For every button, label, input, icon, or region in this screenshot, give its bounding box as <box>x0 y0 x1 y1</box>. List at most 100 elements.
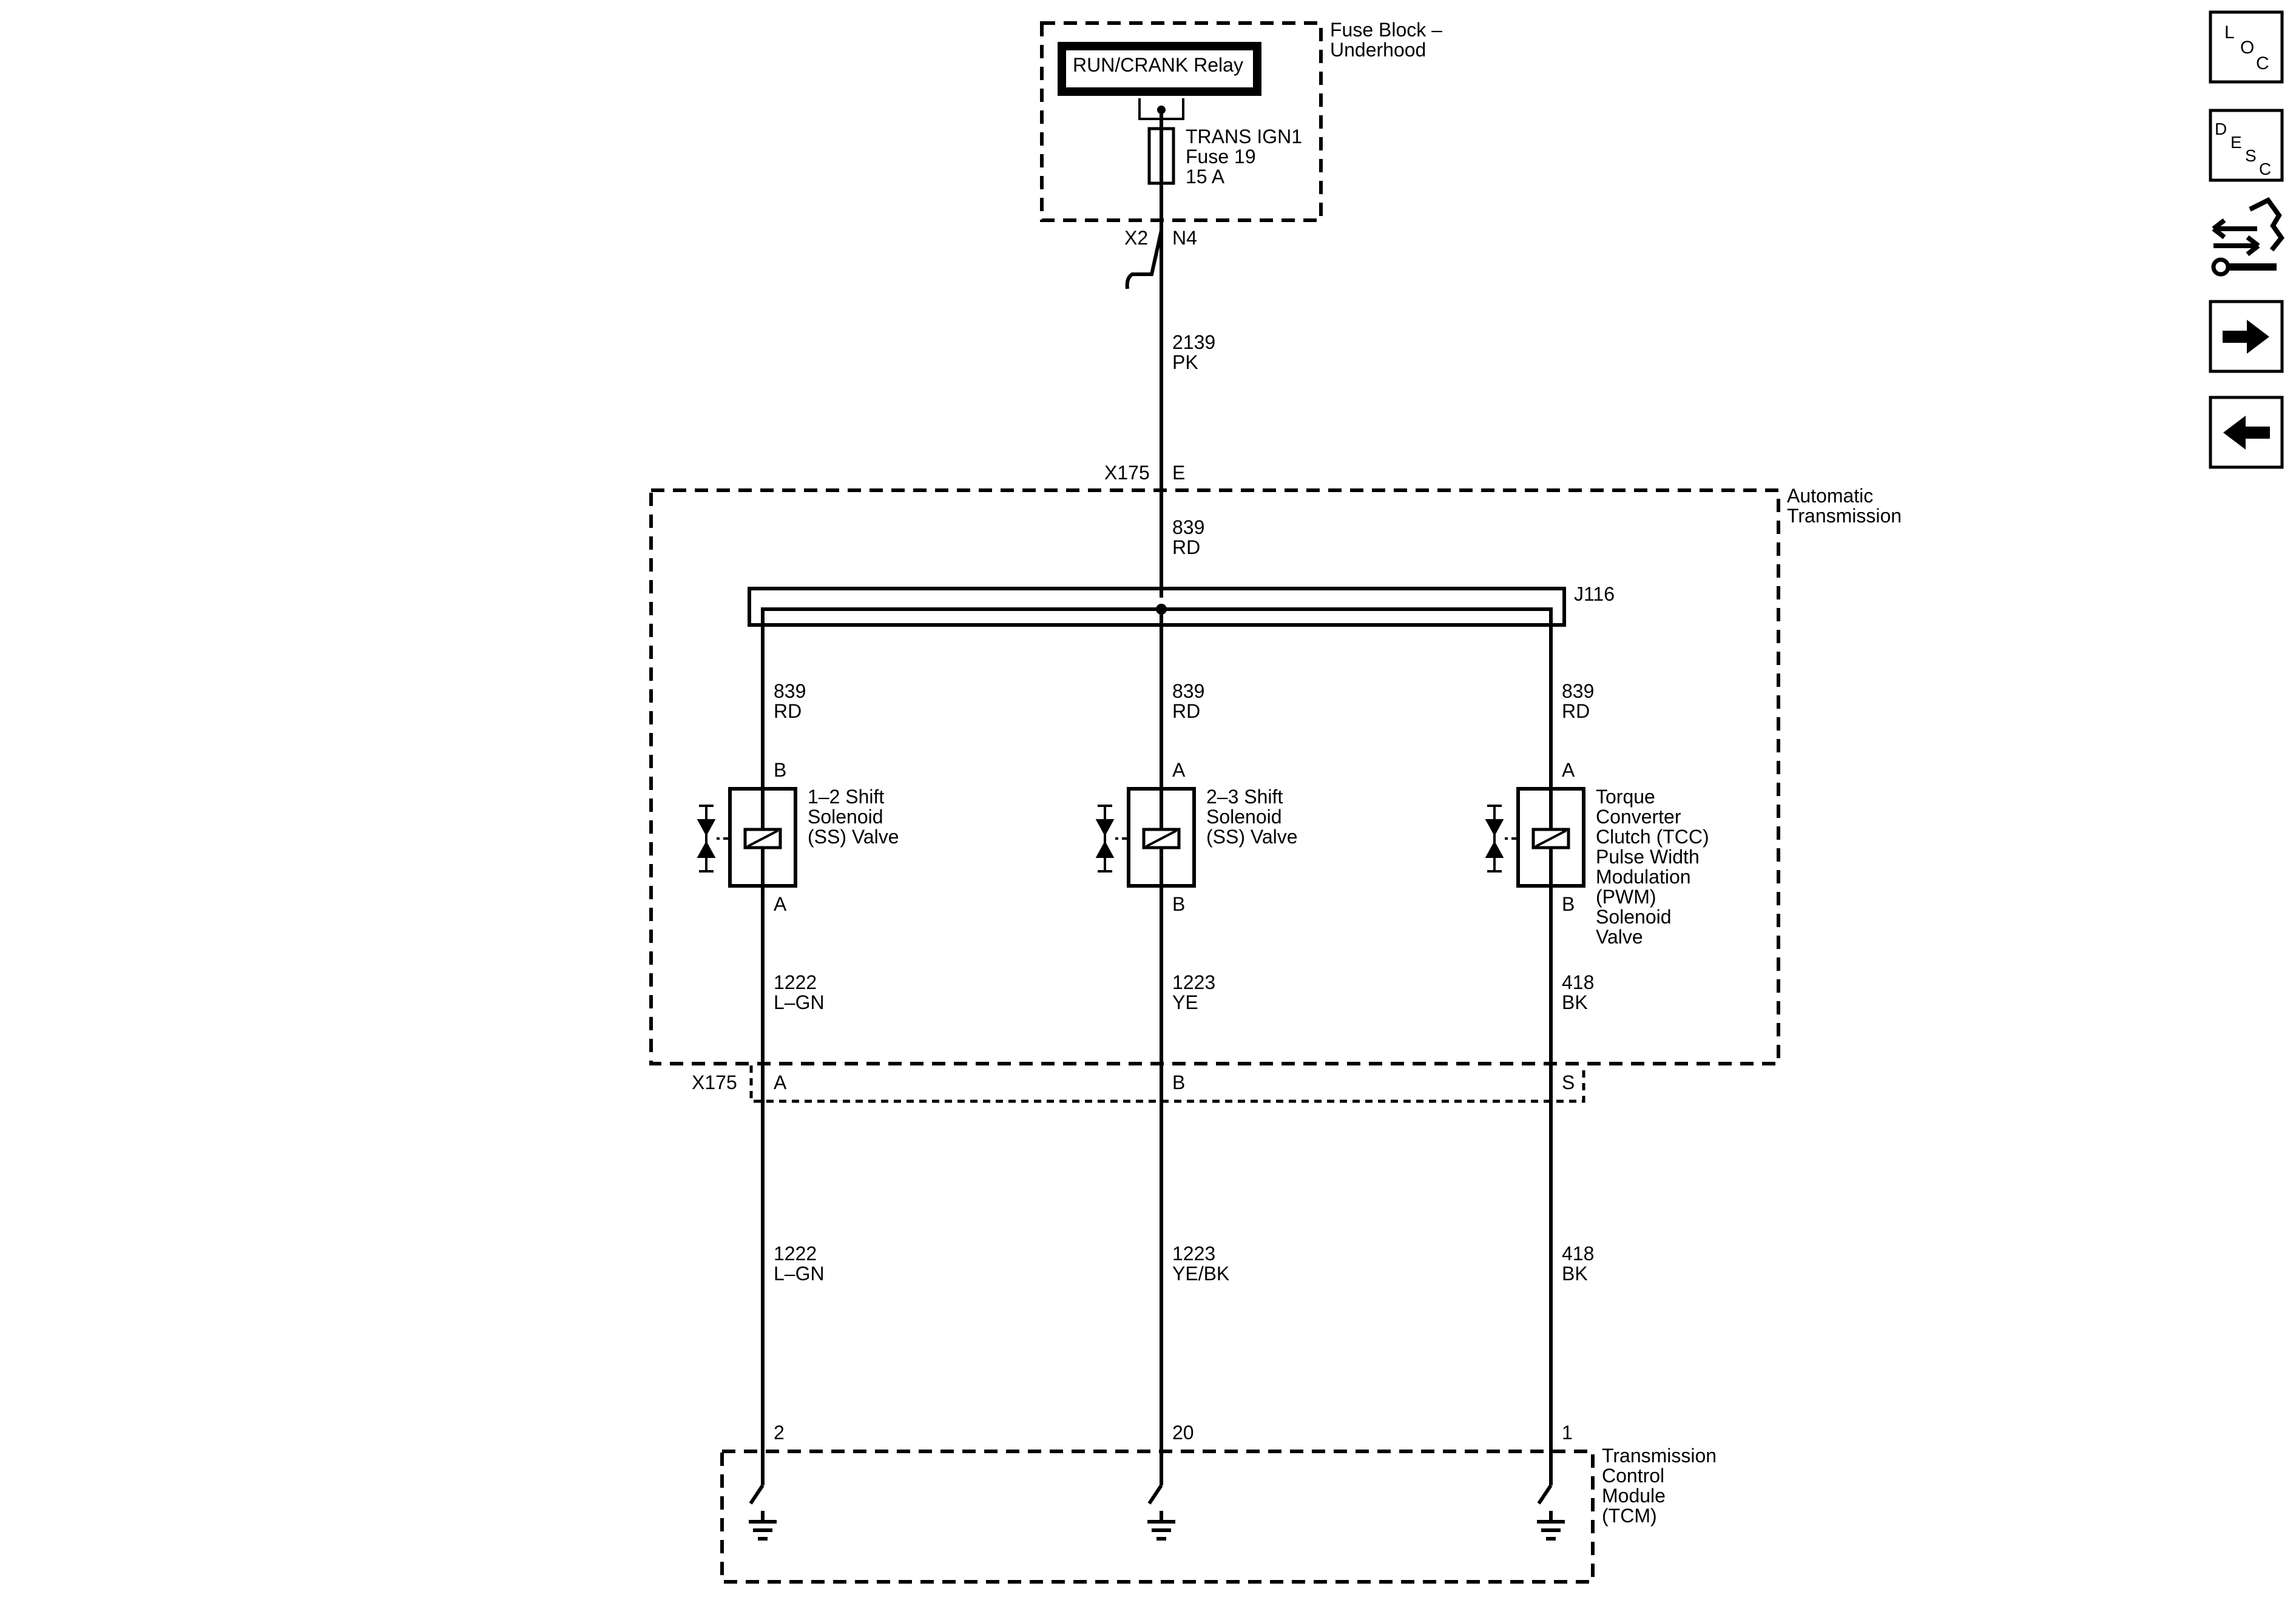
tcm-title-1: Transmission <box>1602 1445 1717 1467</box>
description-button[interactable]: D E S C <box>2209 109 2284 182</box>
solenoid-1-plunger-icon <box>697 805 716 873</box>
solenoid-3-label-2: Converter <box>1596 806 1681 828</box>
run-crank-relay-box <box>1058 42 1261 96</box>
x175-pin-b: B <box>1172 1072 1185 1093</box>
tcm-title-2: Control <box>1602 1465 1664 1487</box>
solenoid-3-label-1: Torque <box>1596 786 1655 808</box>
middle-branch-number: 839 <box>1172 680 1204 702</box>
solenoid-1-label-3: (SS) Valve <box>808 826 899 848</box>
solenoid-2-plunger-icon <box>1095 805 1115 873</box>
x175-bottom-outline <box>749 1065 1585 1103</box>
tcm-right-wire-number: 418 <box>1562 1243 1594 1264</box>
svg-text:L: L <box>2224 22 2235 42</box>
tcm-driver-middle <box>1147 1484 1175 1541</box>
fuse-block-title-1: Fuse Block – <box>1330 19 1442 41</box>
solenoid-3-label-8: Valve <box>1596 926 1643 948</box>
solenoid-3-plunger-icon <box>1485 805 1504 873</box>
tcm-driver-right <box>1537 1484 1565 1541</box>
solenoid-3-label-6: (PWM) <box>1596 886 1656 908</box>
feed-wire-color: PK <box>1172 351 1198 373</box>
solenoid-2-label-2: Solenoid <box>1206 806 1282 828</box>
solenoid-1-2-shift: B 1–2 Shift Solenoid (SS) Valve A <box>697 759 899 915</box>
tcm-pin-2: 2 <box>774 1422 785 1443</box>
solenoid-1-pin-top: B <box>774 759 786 781</box>
svg-text:E: E <box>2230 133 2242 152</box>
solenoid-3-pin-bottom: B <box>1562 893 1575 915</box>
svg-text:D: D <box>2215 120 2227 138</box>
fuse-block: Fuse Block – Underhood RUN/CRANK Relay T… <box>1040 19 1442 249</box>
solenoid-2-pin-bottom: B <box>1172 893 1185 915</box>
tcm-title-3: Module <box>1602 1485 1666 1507</box>
fuse-label-3: 15 A <box>1186 166 1225 187</box>
sol-mid-out-number: 1223 <box>1172 971 1215 993</box>
solenoid-2-3-shift: A 2–3 Shift Solenoid (SS) Valve B <box>1095 759 1298 915</box>
x175-top-connector-label: X175 <box>1104 462 1150 484</box>
automatic-transmission-outline <box>649 488 1780 1065</box>
connector-tools-button[interactable] <box>2211 197 2284 277</box>
ground-icon <box>749 1520 777 1541</box>
svg-text:C: C <box>2259 160 2271 178</box>
x175-bottom-connector: X175 A B S <box>692 1065 1585 1103</box>
tcm-mid-wire-number: 1223 <box>1172 1243 1215 1264</box>
tcm-left-wire-color: L–GN <box>774 1263 825 1284</box>
tcm-pin-1: 1 <box>1562 1422 1573 1443</box>
left-branch-color: RD <box>774 700 802 722</box>
splice-label: J116 <box>1574 583 1615 605</box>
solenoid-1-pin-bottom: A <box>774 893 787 915</box>
svg-text:O: O <box>2240 38 2254 58</box>
sol-left-out-color: L–GN <box>774 991 825 1013</box>
tcm-right-wire-color: BK <box>1562 1263 1588 1284</box>
x2-connector-label: X2 <box>1124 227 1148 249</box>
trans-in-wire-color: RD <box>1172 536 1200 558</box>
left-branch-number: 839 <box>774 680 806 702</box>
location-button[interactable]: L O C <box>2209 10 2284 84</box>
middle-branch-color: RD <box>1172 700 1200 722</box>
tcm-title-4: (TCM) <box>1602 1505 1657 1527</box>
solenoid-tcc-pwm: A Torque Converter Clutch (TCC) Pulse Wi… <box>1485 759 1709 948</box>
solenoid-1-label-1: 1–2 Shift <box>808 786 884 808</box>
solenoid-1-label-2: Solenoid <box>808 806 883 828</box>
sol-right-out-color: BK <box>1562 991 1588 1013</box>
right-branch-color: RD <box>1562 700 1590 722</box>
trans-in-wire-number: 839 <box>1172 516 1204 538</box>
tcm-left-wire-number: 1222 <box>774 1243 817 1264</box>
fuse-label-1: TRANS IGN1 <box>1186 126 1302 147</box>
automatic-transmission-title-2: Transmission <box>1787 505 1902 527</box>
arrow-left-icon <box>2223 416 2270 450</box>
fuse-block-title-2: Underhood <box>1330 39 1426 61</box>
fuse-label-2: Fuse 19 <box>1186 146 1256 167</box>
fuse-block-outline <box>1040 21 1323 222</box>
svg-text:S: S <box>2245 146 2257 165</box>
x175-top-pin-label: E <box>1172 462 1185 484</box>
n4-pin-label: N4 <box>1172 227 1197 249</box>
solenoid-2-pin-top: A <box>1172 759 1186 781</box>
solenoid-3-label-4: Pulse Width <box>1596 846 1700 868</box>
tcm-driver-left <box>749 1484 777 1541</box>
previous-page-button[interactable] <box>2209 396 2284 469</box>
solenoid-3-pin-top: A <box>1562 759 1575 781</box>
solenoid-3-label-5: Modulation <box>1596 866 1691 888</box>
run-crank-relay-label: RUN/CRANK Relay <box>1073 54 1243 76</box>
sol-right-out-number: 418 <box>1562 971 1594 993</box>
right-branch-number: 839 <box>1562 680 1594 702</box>
x175-bottom-label: X175 <box>692 1072 737 1093</box>
connector-break-symbol <box>1125 230 1163 289</box>
sol-mid-out-color: YE <box>1172 991 1198 1013</box>
tcm-outline <box>720 1450 1595 1584</box>
feed-wire-number: 2139 <box>1172 331 1215 353</box>
solenoid-3-label-7: Solenoid <box>1596 906 1672 928</box>
tcm-pin-20: 20 <box>1172 1422 1194 1443</box>
x175-pin-s: S <box>1562 1072 1575 1093</box>
next-page-button[interactable] <box>2209 300 2284 373</box>
arrow-right-icon <box>2223 320 2269 354</box>
automatic-transmission-title-1: Automatic <box>1787 485 1873 507</box>
ground-icon <box>1147 1520 1175 1541</box>
x175-pin-a: A <box>774 1072 787 1093</box>
solenoid-3-label-3: Clutch (TCC) <box>1596 826 1709 848</box>
splice-j116-bar <box>748 587 1566 627</box>
svg-text:C: C <box>2256 53 2269 73</box>
nav-toolbar: L O C D E S C <box>2209 10 2284 469</box>
sol-left-out-number: 1222 <box>774 971 817 993</box>
transmission-control-module: Transmission Control Module (TCM) 2 20 1 <box>720 1422 1717 1584</box>
